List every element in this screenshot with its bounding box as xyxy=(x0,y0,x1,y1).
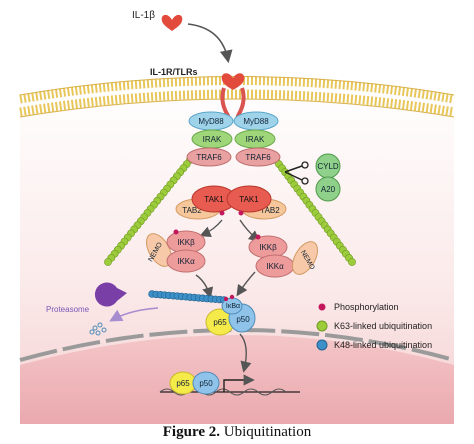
p50-label: p50 xyxy=(236,315,250,324)
tak1-right xyxy=(226,185,272,213)
irak-right-label: IRAK xyxy=(246,135,265,144)
ikka-right-label: IKKα xyxy=(266,262,284,271)
cyld-label: CYLD xyxy=(317,162,339,171)
ligand-heart-icon xyxy=(161,14,183,32)
nuclear-envelope xyxy=(19,328,455,362)
p65-label: p65 xyxy=(213,318,227,327)
ikk-complex-right: IKKβ IKKα NEMO xyxy=(248,234,318,278)
arrow-to-nucleus xyxy=(239,333,252,373)
phospho-dot xyxy=(219,210,225,216)
legend-phospho-label: Phosphorylation xyxy=(334,302,399,312)
myd88-left-label: MyD88 xyxy=(198,117,224,126)
traf6-left-label: TRAF6 xyxy=(196,153,222,162)
ubiquitin-bead xyxy=(348,258,356,266)
dna-helix xyxy=(159,388,287,396)
legend-phospho-swatch xyxy=(318,303,326,311)
ikk-complex-left: NEMO IKKβ IKKα xyxy=(146,229,206,273)
phospho-dot xyxy=(229,294,235,300)
nuclear-p50 xyxy=(192,371,220,395)
nuclear-p50-label: p50 xyxy=(199,379,213,388)
ikba-label: IκBα xyxy=(226,303,240,310)
transcription-arrow xyxy=(223,374,255,392)
tak1-left-label: TAK1 xyxy=(204,195,224,204)
k63-chain-right xyxy=(272,156,356,266)
tab2-right-label: TAB2 xyxy=(260,206,280,215)
figure-caption: Figure 2. Ubiquitination xyxy=(0,424,474,441)
receptor-label: IL-1R/TLRs xyxy=(150,67,198,77)
traf6-left xyxy=(186,147,232,167)
arrow-ikk-right-down xyxy=(236,271,256,297)
proteasome-label: Proteasome xyxy=(46,305,90,314)
degraded-peptides xyxy=(89,322,107,336)
caption-text: Ubiquitination xyxy=(223,424,312,440)
ikkb-right-label: IKKβ xyxy=(259,243,277,252)
arrow-to-degradation xyxy=(109,307,159,322)
nuclear-p65-label: p65 xyxy=(176,379,190,388)
k48-chain xyxy=(148,290,228,304)
a20 xyxy=(315,176,341,202)
tak1-right-label: TAK1 xyxy=(239,195,259,204)
legend-k63-label: K63-linked ubiquitination xyxy=(334,321,432,331)
phospho-dot xyxy=(223,296,229,302)
legend-k63-swatch xyxy=(316,320,328,332)
traf6-right xyxy=(235,147,281,167)
caption-label: Figure 2. xyxy=(162,424,220,440)
legend-k48-swatch xyxy=(316,339,328,351)
ligand-label: IL-1β xyxy=(132,10,155,21)
irak-left-label: IRAK xyxy=(203,135,222,144)
traf6-right-label: TRAF6 xyxy=(245,153,271,162)
myd88-right-label: MyD88 xyxy=(243,117,269,126)
diagram-canvas: IL-1β IL-1R/TLRs MyD88 MyD88 IRAK IRAK T… xyxy=(19,10,455,424)
phospho-dot xyxy=(238,210,244,216)
legend-k48-label: K48-linked ubiquitination xyxy=(334,340,432,350)
ikkb-left-label: IKKβ xyxy=(177,238,195,247)
a20-label: A20 xyxy=(321,185,336,194)
ligand-arrow xyxy=(187,23,233,64)
ikka-left-label: IKKα xyxy=(177,257,195,266)
tab2-left-label: TAB2 xyxy=(182,206,202,215)
ubiquitin-bead xyxy=(104,258,112,266)
arrow-to-ikk-left xyxy=(199,219,223,237)
legend: Phosphorylation K63-linked ubiquitinatio… xyxy=(316,302,432,351)
proteasome-pacman-icon xyxy=(94,282,127,307)
arrow-ikk-left-down xyxy=(195,274,214,299)
scissors-icon xyxy=(284,161,309,185)
